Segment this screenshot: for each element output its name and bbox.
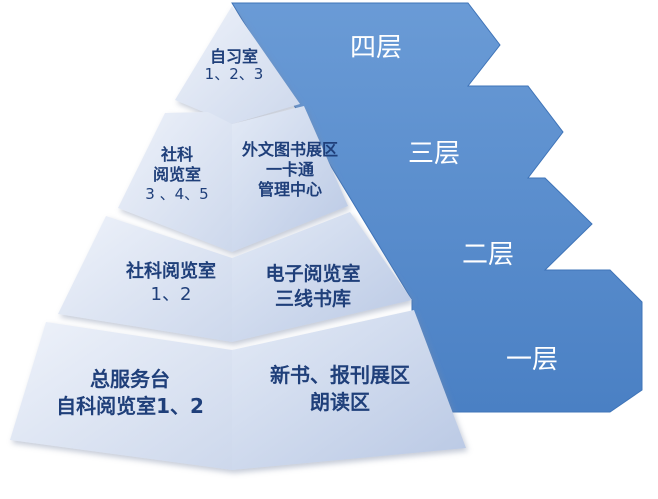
room-f2-right-line-1: 电子阅览室 [265, 263, 361, 285]
room-f2-left-line-1: 社科阅览室 [126, 261, 216, 282]
tier-1-right-face [232, 310, 466, 470]
room-f4-left-line-2: 1、2、3 [204, 65, 264, 84]
room-f1-left: 总服务台 自科阅览室1、2 [36, 366, 224, 420]
floor-label-1: 一层 [506, 345, 559, 375]
room-f1-right: 新书、报刊展区 朗读区 [250, 362, 430, 416]
tier-2-left-face [58, 216, 232, 342]
room-f3-right-line-3: 管理中心 [257, 180, 322, 199]
room-f3-right: 外文图书展区 一卡通 管理中心 [225, 140, 355, 200]
room-f1-left-line-2: 自科阅览室1、2 [56, 394, 204, 418]
room-f2-right: 电子阅览室 三线书库 [238, 262, 388, 311]
floor-label-4: 四层 [350, 33, 403, 63]
tier-2-right-face [232, 212, 412, 342]
room-f4-left: 自习室 1、2、3 [190, 47, 278, 84]
room-f3-left: 社科 阅览室 3 、4、5 [124, 145, 230, 204]
room-f3-right-line-1: 外文图书展区 [241, 140, 338, 159]
room-f3-left-line-1: 社科 [160, 145, 193, 164]
room-f3-left-line-2: 阅览室 [152, 165, 201, 184]
floor-label-3: 三层 [408, 139, 461, 169]
room-f2-left: 社科阅览室 1、2 [96, 260, 246, 307]
room-f3-left-line-3: 3 、4、5 [145, 185, 209, 203]
room-f4-left-line-1: 自习室 [209, 47, 258, 66]
room-f3-right-line-2: 一卡通 [265, 160, 314, 179]
tier-1-left-face [10, 322, 232, 470]
tier-3-left-face [118, 112, 232, 252]
room-f1-right-line-2: 朗读区 [310, 390, 370, 414]
room-f2-right-line-2: 三线书库 [274, 287, 351, 310]
room-f1-right-line-1: 新书、报刊展区 [270, 363, 410, 387]
floor-banner-shape [231, 2, 643, 413]
room-f1-left-line-1: 总服务台 [90, 367, 170, 391]
room-f2-left-line-2: 1、2 [150, 284, 192, 306]
tier-3-right-face [232, 106, 348, 252]
tier-4-face [175, 6, 300, 124]
floor-label-2: 二层 [462, 240, 515, 270]
